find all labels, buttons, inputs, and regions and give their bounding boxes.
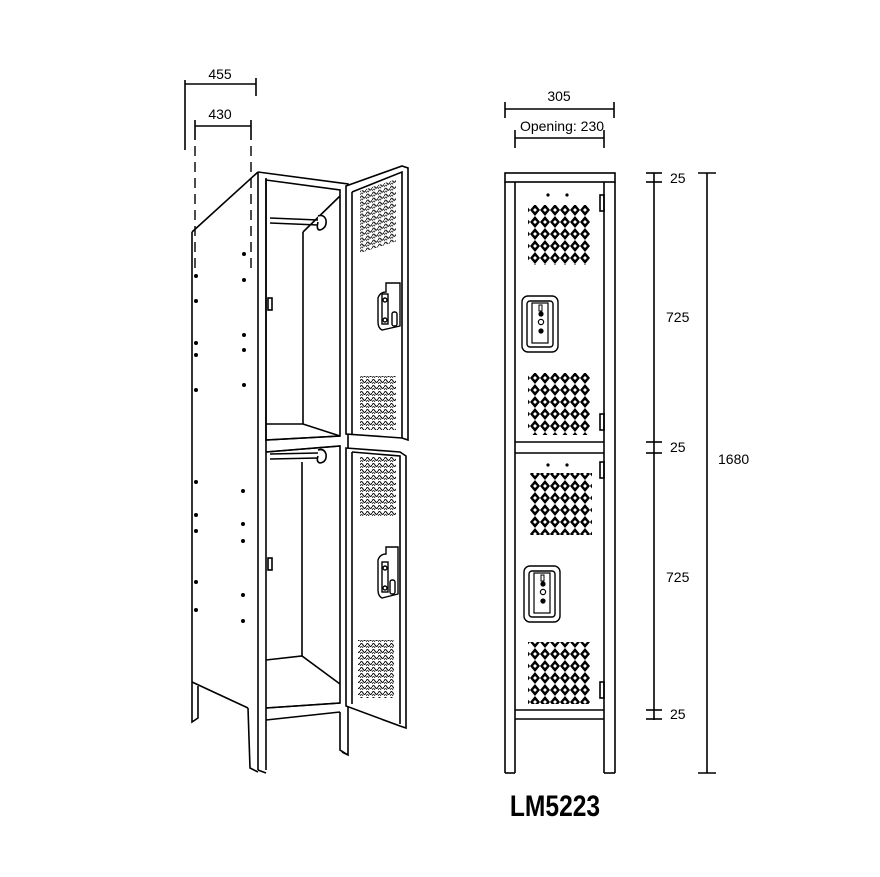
vent-upper-door-bottom	[360, 376, 396, 430]
lock-front-upper	[521, 295, 559, 353]
hinge-upper-bottom	[599, 413, 605, 431]
label-overall-height: 1680	[718, 451, 749, 467]
vent-front-lower-bottom	[528, 642, 590, 704]
label-top-gap: 25	[670, 170, 686, 186]
vent-front-upper-top	[528, 205, 590, 265]
top-cap	[504, 172, 616, 183]
hinge-lower-top	[599, 461, 605, 479]
label-bottom-gap: 25	[670, 706, 686, 722]
lower-door-open	[345, 447, 407, 730]
dimension-inner-depth	[194, 120, 252, 272]
front-lower-door	[523, 461, 605, 704]
dimension-chain-heights	[646, 172, 662, 720]
dimension-overall-width	[504, 102, 615, 118]
front-upper-door	[521, 193, 605, 435]
side-panel-holes	[194, 252, 246, 623]
side-panel	[191, 171, 259, 773]
label-lower-door: 725	[666, 569, 690, 585]
upper-compartment	[266, 195, 341, 437]
label-overall-width: 305	[547, 88, 571, 104]
hook-lower	[267, 557, 273, 571]
upper-door-open	[345, 165, 409, 442]
vent-lower-door-top	[360, 456, 396, 516]
lower-compartment	[265, 448, 341, 685]
isometric-view: 455 430	[184, 66, 409, 774]
vent-lower-door-bottom	[358, 640, 394, 698]
latch-lower-door	[377, 546, 399, 599]
vent-upper-door-top	[360, 179, 396, 254]
dimension-opening	[514, 130, 605, 148]
hook-upper	[267, 297, 273, 311]
coat-rod-lower	[269, 448, 327, 464]
model-number: LM5223	[509, 790, 601, 823]
upper-door-dots	[546, 193, 569, 197]
lower-door-dots	[546, 463, 569, 467]
front-view: 305 Opening: 230	[504, 88, 749, 774]
label-middle-gap: 25	[670, 439, 686, 455]
hinge-upper-top	[599, 194, 605, 212]
dimension-overall-depth	[184, 78, 257, 150]
hinge-lower-bottom	[599, 681, 605, 699]
label-opening: Opening: 230	[520, 118, 604, 134]
vent-front-upper-bottom	[528, 373, 590, 435]
vent-front-lower-top	[530, 473, 592, 535]
label-upper-door: 725	[666, 309, 690, 325]
label-overall-depth: 455	[208, 66, 232, 82]
coat-rod-upper	[269, 214, 327, 231]
label-inner-depth: 430	[208, 106, 232, 122]
lock-front-lower	[523, 565, 561, 623]
dimension-overall-height	[698, 172, 716, 774]
latch-upper-door	[377, 282, 401, 331]
